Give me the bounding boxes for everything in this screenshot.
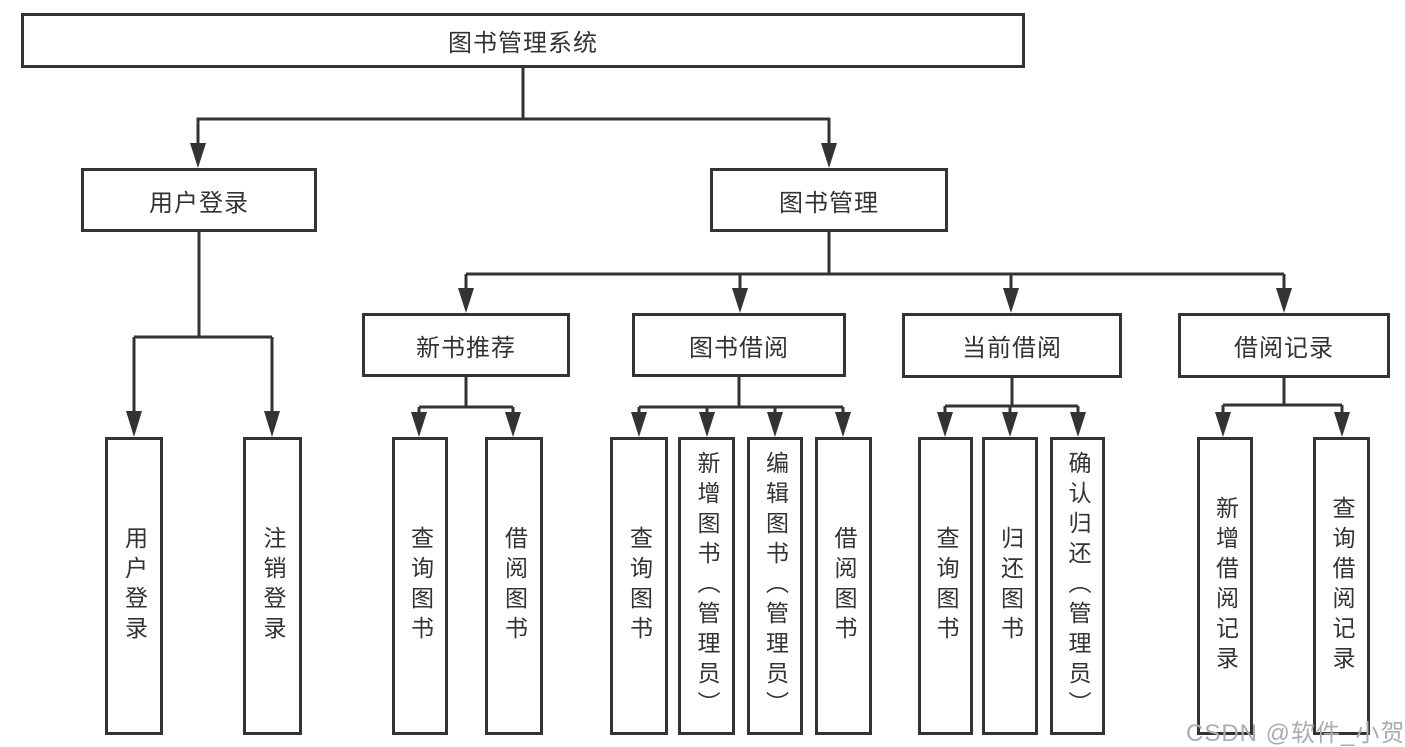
arrow-down-icon — [821, 143, 837, 168]
node-label: 查询图书 — [933, 526, 959, 646]
node-label: 图书管理 — [779, 189, 879, 217]
leaf-user-login: 用户登录 — [105, 437, 163, 735]
node-label: 查询图书 — [407, 526, 434, 646]
arrow-down-icon — [458, 288, 474, 313]
arrowheads — [126, 143, 1350, 437]
node-label: 注销登录 — [260, 526, 286, 646]
leaf-confirm-return-admin: 确认归还（管理员） — [1050, 437, 1105, 735]
node-label: 借阅记录 — [1234, 335, 1334, 362]
leaf-borrow-books-recommend: 借阅图书 — [485, 437, 543, 735]
node-library-system: 图书管理系统 — [21, 13, 1025, 68]
node-label: 归还图书 — [997, 526, 1024, 646]
arrow-down-icon — [190, 143, 206, 168]
node-label: 图书管理系统 — [448, 30, 598, 57]
arrow-down-icon — [1276, 288, 1292, 313]
arrow-down-icon — [767, 412, 783, 437]
leaf-add-book-admin: 新增图书（管理员） — [678, 437, 735, 735]
node-label: 查询图书 — [626, 526, 653, 646]
leaf-query-books-recommend: 查询图书 — [392, 437, 448, 735]
leaf-query-books-borrow: 查询图书 — [610, 437, 668, 735]
leaf-query-borrow-record: 查询借阅记录 — [1313, 437, 1370, 735]
node-label: 新增借阅记录 — [1212, 496, 1239, 676]
leaf-borrow-books: 借阅图书 — [815, 437, 872, 735]
arrow-down-icon — [505, 412, 521, 437]
connector-book-mgmt-children — [464, 232, 1286, 291]
arrow-down-icon — [1070, 412, 1086, 437]
arrow-down-icon — [1215, 412, 1231, 437]
node-new-book-recommend: 新书推荐 — [362, 313, 570, 377]
connector-book-borrow-children — [637, 377, 845, 415]
arrow-down-icon — [937, 412, 953, 437]
arrow-down-icon — [411, 412, 427, 437]
arrow-down-icon — [126, 411, 142, 437]
node-label: 用户登录 — [121, 526, 148, 646]
leaf-add-borrow-record: 新增借阅记录 — [1197, 437, 1253, 735]
arrow-down-icon — [835, 412, 851, 437]
leaf-query-books-current: 查询图书 — [918, 437, 973, 735]
connector-new-book-children — [417, 377, 515, 415]
node-current-borrow: 当前借阅 — [902, 313, 1122, 378]
connector-root-to-level2 — [196, 68, 831, 146]
leaf-logout: 注销登录 — [243, 437, 302, 735]
connector-borrow-records-children — [1221, 377, 1344, 415]
node-label: 借阅图书 — [831, 526, 857, 646]
arrow-down-icon — [1003, 288, 1019, 313]
node-label: 用户登录 — [149, 189, 249, 217]
node-label: 当前借阅 — [962, 335, 1062, 362]
leaf-return-books: 归还图书 — [982, 437, 1038, 735]
node-label: 查询借阅记录 — [1329, 496, 1355, 676]
arrow-down-icon — [264, 411, 280, 437]
arrow-down-icon — [732, 288, 748, 313]
node-label: 新书推荐 — [416, 334, 516, 362]
node-user-login: 用户登录 — [81, 168, 317, 232]
arrow-down-icon — [699, 412, 715, 437]
node-borrow-records: 借阅记录 — [1178, 313, 1390, 378]
node-label: 新增图书（管理员） — [694, 451, 720, 721]
connector-user-login-children — [132, 232, 274, 414]
node-book-borrow: 图书借阅 — [632, 313, 846, 377]
connector-current-borrow-children — [943, 377, 1080, 415]
node-label: 借阅图书 — [501, 526, 528, 646]
node-label: 编辑图书（管理员） — [762, 451, 789, 721]
arrow-down-icon — [1002, 412, 1018, 437]
leaf-edit-book-admin: 编辑图书（管理员） — [747, 437, 803, 735]
arrow-down-icon — [1334, 412, 1350, 437]
arrow-down-icon — [631, 412, 647, 437]
node-label: 图书借阅 — [689, 334, 789, 362]
node-label: 确认归还（管理员） — [1065, 451, 1091, 721]
csdn-watermark: CSDN @软件_小贺同学 — [1186, 720, 1405, 747]
node-book-management: 图书管理 — [710, 168, 948, 232]
